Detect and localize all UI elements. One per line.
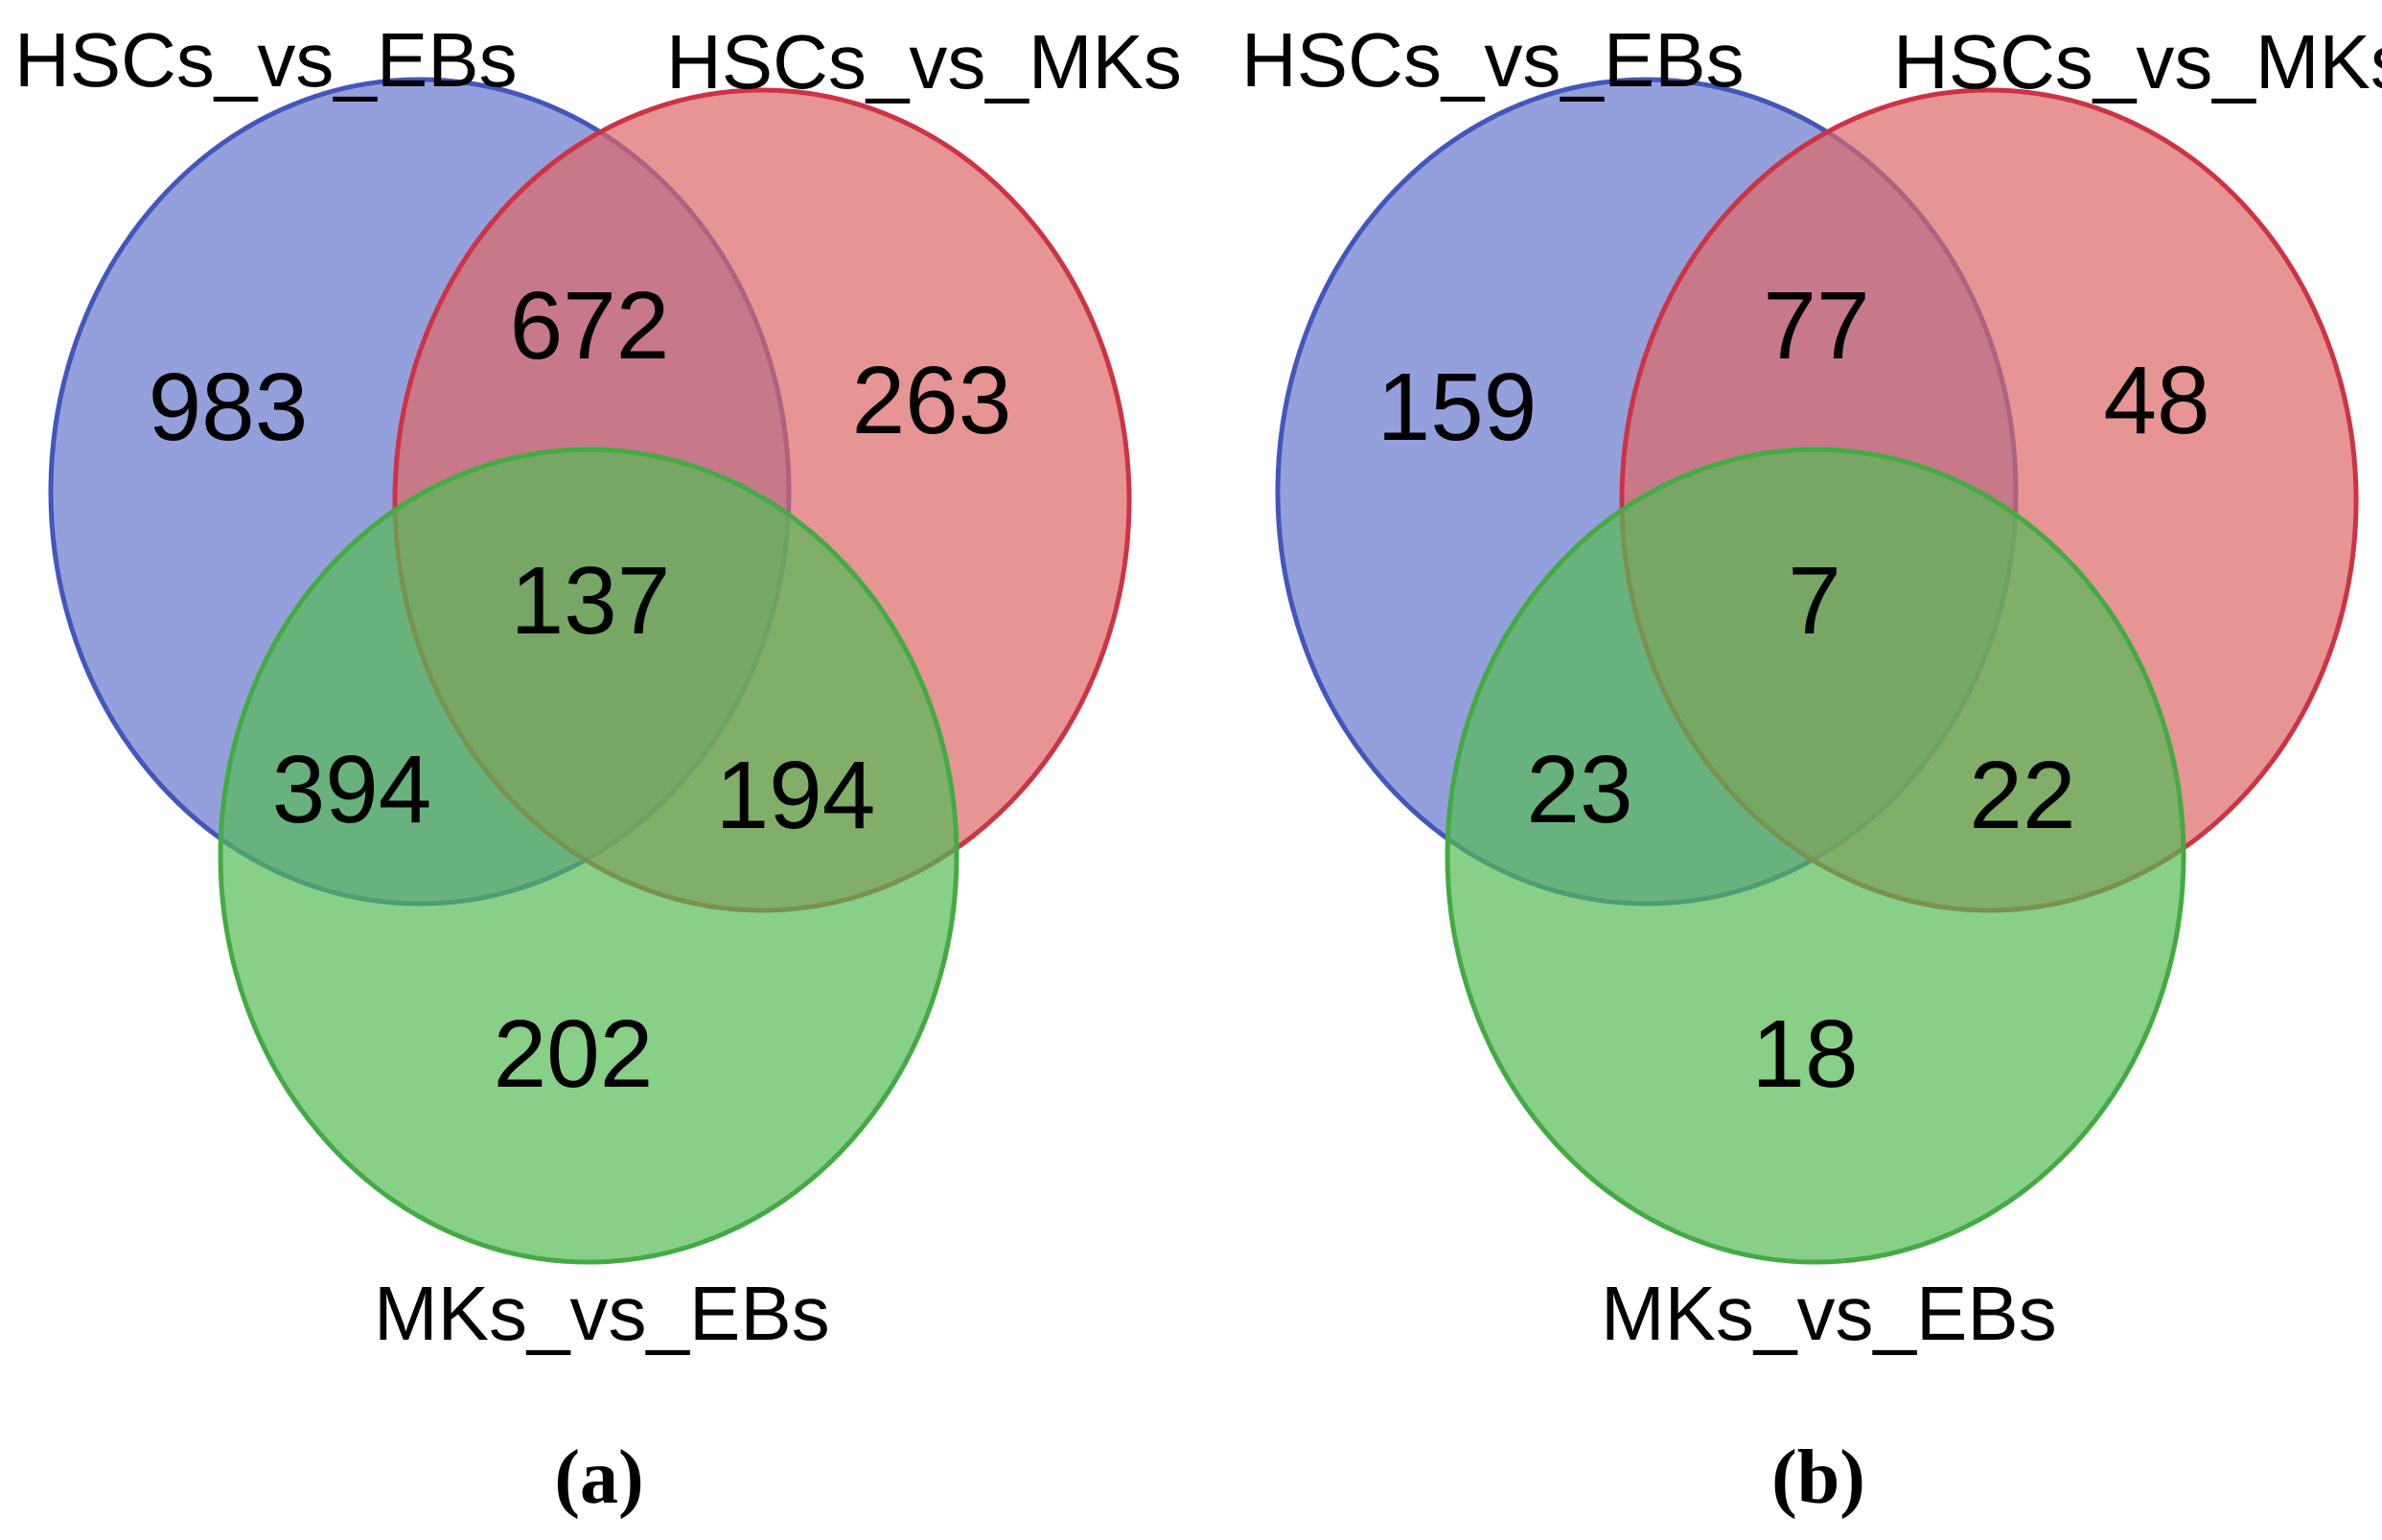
count-a-b: 672	[510, 272, 670, 379]
venn-panel-b: HSCs_vs_EBs HSCs_vs_MKs MKs_vs_EBs 159 7…	[1241, 17, 2382, 1520]
set-circles-a	[48, 77, 1132, 1265]
set-label-b: HSCs_vs_MKs	[666, 19, 1182, 104]
count-b-only: 263	[852, 347, 1012, 454]
count-a-b-c: 137	[511, 547, 671, 655]
set-label-a: HSCs_vs_EBs	[1241, 17, 1745, 103]
set-circles-b	[1275, 77, 2359, 1265]
count-a-only: 983	[149, 354, 309, 461]
count-a-c: 23	[1526, 736, 1632, 843]
count-a-c: 394	[272, 736, 432, 843]
count-b-only: 48	[2103, 347, 2209, 454]
panel-label-a: (a)	[554, 1436, 643, 1520]
circle-set-mks-vs-ebs	[1445, 447, 2186, 1265]
set-label-a: HSCs_vs_EBs	[14, 17, 518, 103]
set-label-c: MKs_vs_EBs	[374, 1271, 830, 1356]
venn-panel-a: HSCs_vs_EBs HSCs_vs_MKs MKs_vs_EBs 983 6…	[14, 17, 1182, 1520]
count-c-only: 18	[1751, 1000, 1858, 1108]
count-b-c: 194	[716, 742, 876, 849]
count-a-only: 159	[1377, 354, 1538, 461]
set-label-b: HSCs_vs_MKs	[1893, 19, 2382, 104]
set-label-c: MKs_vs_EBs	[1601, 1271, 2057, 1356]
circle-set-mks-vs-ebs	[218, 447, 960, 1265]
count-b-c: 22	[1969, 742, 2075, 849]
count-a-b-c: 7	[1788, 547, 1841, 655]
count-c-only: 202	[494, 1000, 654, 1108]
count-a-b: 77	[1763, 272, 1869, 379]
panel-label-b: (b)	[1771, 1436, 1865, 1520]
